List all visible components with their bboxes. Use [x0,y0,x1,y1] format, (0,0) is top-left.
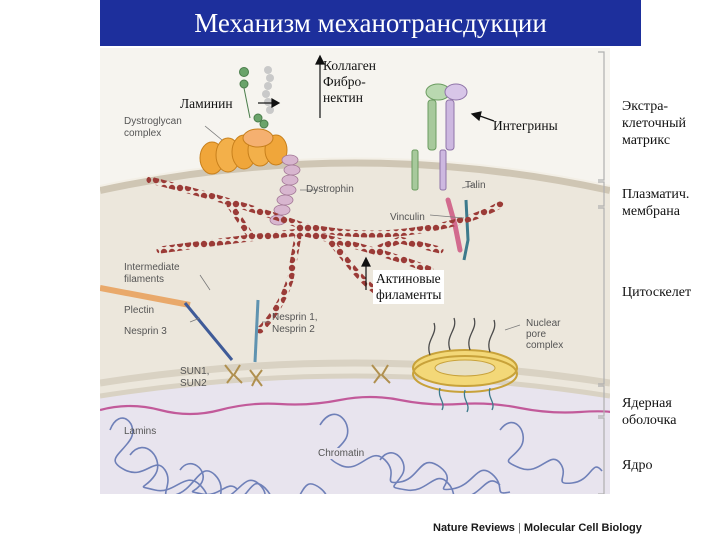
label-actin-line1: Актиновые [376,271,441,286]
plasma-membrane [100,158,610,194]
label-collagen-line1: Коллаген [323,58,376,73]
label-talin: Talin [465,180,486,191]
source-credit: Nature Reviews | Molecular Cell Biology [433,522,642,534]
label-dystrophin: Dystrophin [306,184,354,195]
label-actin-filaments: Актиновые филаменты [373,270,445,304]
label-intermediate-line2: filaments [124,274,165,285]
label-nesprin12-line2: Nesprin 2 [272,324,315,335]
label-chromatin: Chromatin [316,448,367,459]
side-envelope-line2: оболочка [622,413,677,428]
label-sun: SUN1, SUN2 [180,366,209,390]
side-membrane-line2: мембрана [622,204,680,219]
label-nesprin12: Nesprin 1, Nesprin 2 [272,312,318,336]
side-label-cytoskeleton: Цитоскелет [622,285,692,300]
label-nesprin3: Nesprin 3 [124,326,167,337]
side-label-membrane: Плазматич. мембрана [622,186,689,220]
side-label-ecm: Экстра- клеточный матрикс [622,98,686,149]
side-label-nucleus: Ядро [622,458,653,473]
nuclear-pore-complex [412,317,518,413]
label-npc-line3: complex [526,340,564,351]
label-lamins: Lamins [124,426,157,437]
side-envelope-line1: Ядерная [622,396,672,411]
label-intermediate-line1: Intermediate [124,262,180,273]
vinculin [462,199,470,261]
credit-section: Molecular Cell Biology [523,522,642,534]
laminin-molecule [239,67,269,129]
label-actin-line2: филаменты [376,287,442,302]
label-dystroglycan-complex: Dystroglycan complex [124,116,182,140]
collagen-fibronectin [262,66,274,114]
label-plectin: Plectin [124,305,155,316]
side-label-envelope: Ядерная оболочка [622,395,676,429]
label-laminin: Ламинин [180,96,233,111]
label-collagen-line3: нектин [323,90,363,105]
label-nuclear-pore-complex: Nuclear pore complex [526,318,563,351]
label-sun1: SUN1, [180,366,210,377]
dystroglycan-complex [199,128,288,175]
title-bar: Механизм механотрансдукции [100,0,641,46]
credit-separator: | [518,522,521,534]
sun-proteins [224,364,391,387]
nucleus [100,375,610,494]
nesprin-1-2 [253,299,260,363]
plectin-link [183,302,234,361]
side-ecm-line3: матрикс [622,133,671,148]
label-sun2: SUN2 [180,378,207,389]
side-membrane-line1: Плазматич. [622,187,690,202]
label-intermediate-filaments: Intermediate filaments [124,262,180,286]
nuclear-envelope-outer [100,359,610,387]
label-npc-line2: pore [526,329,547,340]
lamina [100,395,610,416]
label-dystroglycan-line1: Dystroglycan [124,116,182,127]
label-dystroglycan-line2: complex [124,128,162,139]
dystrophin [269,154,301,226]
label-collagen-line2: Фибро- [323,74,366,89]
slide-title: Механизм механотрансдукции [194,7,547,38]
intermediate-filament [100,285,191,308]
side-ecm-line1: Экстра- [622,99,669,114]
label-vinculin: Vinculin [390,212,425,223]
label-npc-line1: Nuclear [526,318,561,329]
label-pointers [189,125,521,331]
label-arrows [258,54,495,290]
integrins [411,83,468,191]
side-ecm-line2: клеточный [622,116,687,131]
label-integrins: Интегрины [493,118,558,133]
label-nesprin12-line1: Nesprin 1, [272,312,318,323]
nuclear-envelope-inner [100,373,610,399]
label-collagen-fibronectin: Коллаген Фибро- нектин [323,58,376,106]
region-brackets [598,51,605,494]
credit-journal: Nature Reviews [433,522,515,534]
